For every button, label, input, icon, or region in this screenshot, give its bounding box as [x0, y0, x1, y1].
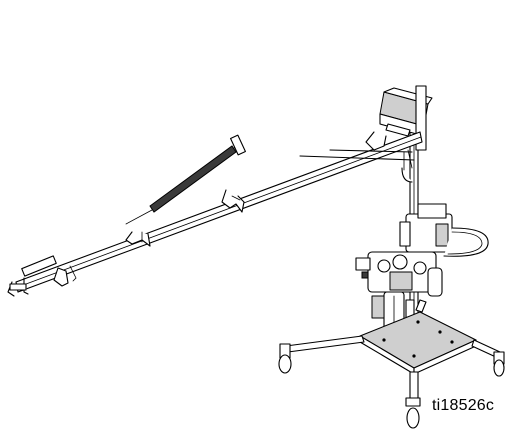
figure-reference-id: ti18526c [432, 397, 495, 414]
boom-clamp-4 [221, 189, 245, 213]
caster-legs [278, 299, 505, 429]
spring-cylinder [125, 134, 246, 225]
motor-housing [399, 203, 489, 257]
boom-clamp-2 [53, 265, 77, 287]
boom-clamp-5 [365, 123, 411, 151]
boom-clamp-3 [125, 231, 151, 247]
pump-assembly [355, 251, 443, 341]
base-plate [359, 311, 477, 375]
boom-clamp-1 [7, 255, 57, 297]
